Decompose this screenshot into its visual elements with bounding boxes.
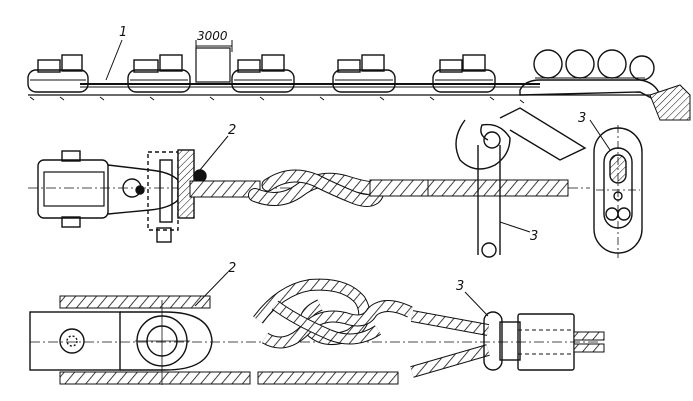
callout-3-ring-leader	[589, 119, 611, 151]
spacing-block	[195, 47, 231, 83]
tractor-3	[231, 54, 295, 93]
dimension-label: 3000	[197, 29, 228, 43]
tractor-train	[27, 47, 691, 121]
callout-3-top-leader	[499, 221, 531, 233]
rope-lower-left	[59, 371, 251, 385]
tractor-4	[332, 54, 396, 93]
clevis-coupling	[37, 149, 207, 243]
bottom-clevis	[29, 300, 213, 385]
callout-1: 1	[119, 25, 127, 40]
callout-3-bottom: 3	[456, 279, 464, 294]
terrain-slope	[649, 84, 691, 121]
callout-3-top: 3	[530, 229, 538, 244]
grab-hook	[427, 107, 587, 258]
tractor-5	[432, 54, 496, 93]
rope-lower-mid	[257, 371, 399, 385]
callout-2-top-leader	[199, 135, 229, 171]
tractor-1	[27, 54, 89, 93]
callout-2-bottom-leader	[194, 271, 229, 307]
callout-2-top: 2	[228, 123, 236, 138]
sled-with-pipes	[519, 49, 661, 101]
rope-segment-1	[189, 180, 261, 198]
rope-knot-double	[253, 278, 413, 349]
rope-coupling	[410, 310, 605, 378]
dimension-3000	[195, 40, 233, 52]
rope-upper-left	[59, 295, 211, 309]
callout-1-leader	[105, 39, 123, 81]
chain-link-section	[593, 125, 643, 258]
rope-knot-simple	[248, 169, 431, 207]
callout-3-bottom-leader	[464, 291, 489, 317]
callout-2-bottom: 2	[228, 261, 236, 276]
callout-3-ring: 3	[578, 111, 586, 126]
tractor-2	[127, 54, 191, 93]
